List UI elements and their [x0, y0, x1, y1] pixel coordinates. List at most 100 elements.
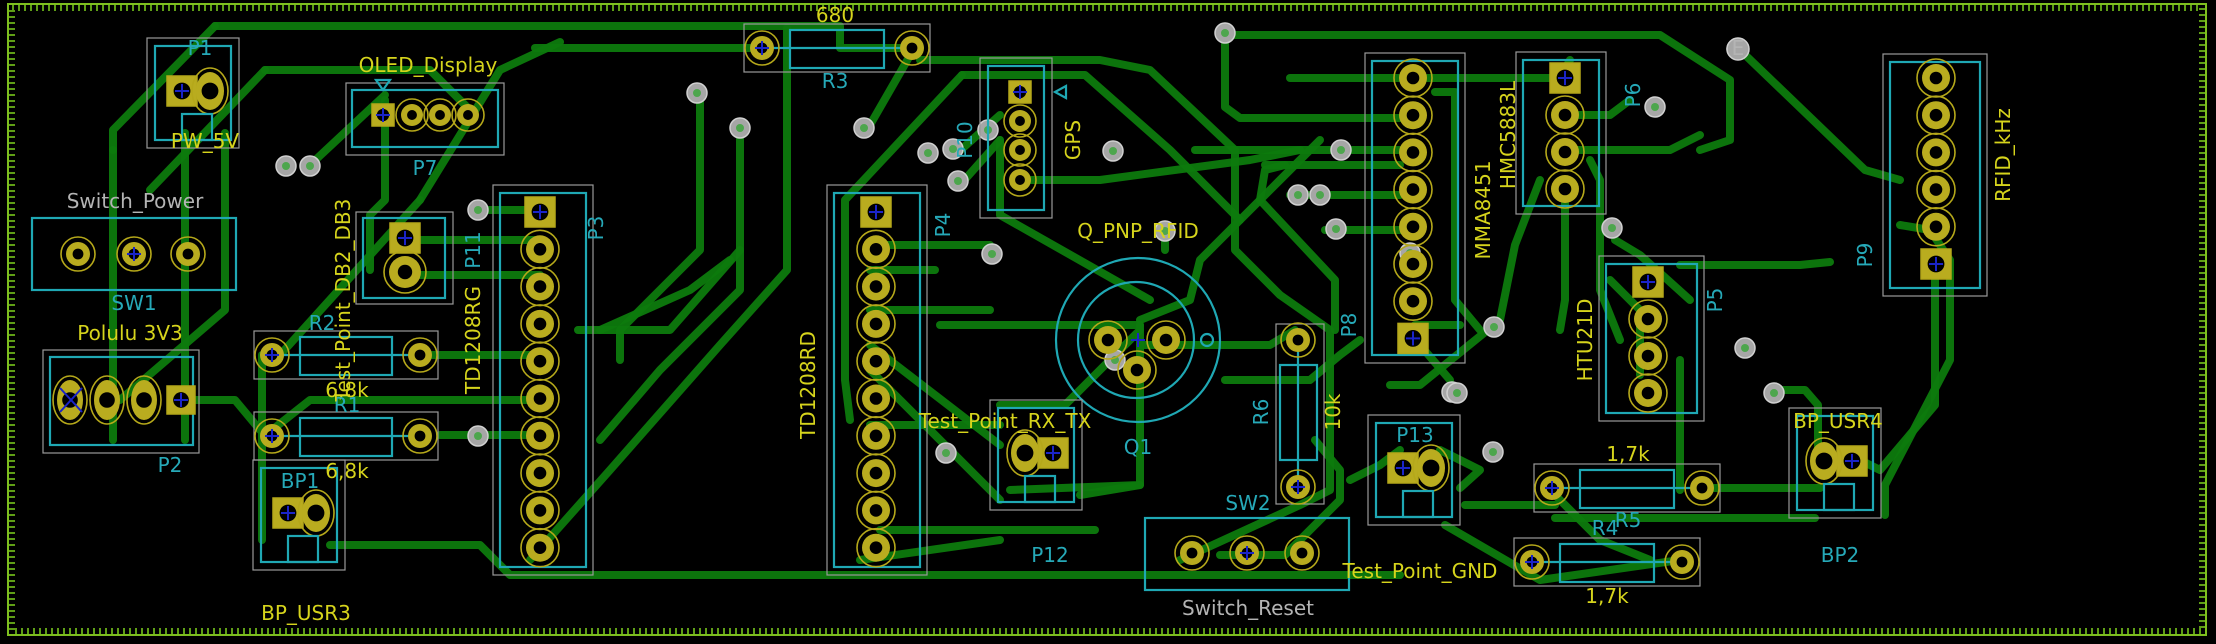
component-p4[interactable] — [826, 184, 928, 576]
component-p9[interactable] — [1882, 53, 1988, 297]
pad[interactable] — [1628, 336, 1668, 376]
pad-oval[interactable] — [1805, 437, 1843, 485]
pad[interactable] — [451, 98, 485, 132]
component-r1[interactable] — [253, 411, 439, 461]
pad[interactable] — [1545, 95, 1585, 135]
pad[interactable] — [1916, 169, 1956, 210]
pad[interactable] — [856, 378, 896, 419]
component-r3[interactable] — [743, 23, 931, 73]
component-r5[interactable] — [1533, 463, 1721, 513]
pad[interactable] — [520, 378, 560, 419]
pad[interactable] — [383, 250, 427, 294]
pad[interactable] — [1628, 373, 1668, 413]
component-r6[interactable] — [1275, 322, 1325, 505]
component-p2[interactable] — [42, 349, 200, 454]
pad-oval[interactable] — [297, 489, 335, 537]
pad[interactable] — [60, 236, 96, 272]
pad[interactable] — [1393, 95, 1433, 135]
pad[interactable] — [402, 337, 438, 373]
pad[interactable] — [856, 490, 896, 531]
pad[interactable] — [1003, 163, 1037, 197]
pad[interactable] — [1088, 320, 1128, 360]
pad-square[interactable] — [1549, 62, 1581, 94]
pad[interactable] — [1664, 544, 1700, 580]
pad[interactable] — [1003, 133, 1037, 167]
pad[interactable] — [1393, 281, 1433, 322]
pad-square[interactable] — [371, 103, 395, 127]
pad-square[interactable] — [166, 385, 196, 415]
component-p12[interactable] — [989, 399, 1083, 511]
pad[interactable] — [1684, 470, 1720, 506]
pad[interactable] — [1229, 535, 1265, 571]
pad[interactable] — [1545, 169, 1585, 209]
pad[interactable] — [1174, 535, 1210, 571]
pad[interactable] — [1393, 132, 1433, 173]
pad[interactable] — [520, 415, 560, 456]
component-bp1[interactable] — [252, 459, 346, 571]
pad[interactable] — [856, 527, 896, 568]
pad-oval[interactable] — [126, 375, 162, 425]
pad[interactable] — [1916, 132, 1956, 173]
pad-oval[interactable] — [191, 67, 229, 115]
pad[interactable] — [1393, 58, 1433, 98]
pad[interactable] — [1393, 244, 1433, 284]
pad[interactable] — [1280, 322, 1316, 358]
pad[interactable] — [520, 229, 560, 270]
component-p10[interactable] — [979, 57, 1068, 219]
component-p13[interactable] — [1367, 414, 1461, 526]
pad[interactable] — [520, 527, 560, 568]
pad[interactable] — [520, 490, 560, 531]
pad[interactable] — [1117, 350, 1157, 390]
pad[interactable] — [1284, 535, 1320, 571]
pad[interactable] — [520, 453, 560, 493]
pad[interactable] — [1916, 95, 1956, 135]
pad-square[interactable] — [524, 196, 556, 228]
pad-oval[interactable] — [89, 375, 125, 425]
pad[interactable] — [520, 304, 560, 344]
pad-oval[interactable] — [1006, 429, 1044, 477]
pad[interactable] — [1628, 299, 1668, 339]
pad-square[interactable] — [1632, 266, 1664, 298]
pad[interactable] — [856, 266, 896, 307]
pad-square[interactable] — [1397, 322, 1429, 355]
component-p7[interactable] — [345, 78, 505, 156]
component-p6[interactable] — [1515, 51, 1607, 215]
pad[interactable] — [856, 229, 896, 270]
component-p3[interactable] — [492, 184, 594, 576]
pad[interactable] — [1545, 132, 1585, 172]
pad[interactable] — [520, 266, 560, 307]
pad[interactable] — [856, 304, 896, 344]
pad[interactable] — [520, 341, 560, 382]
pad-square[interactable] — [860, 196, 892, 228]
component-p5[interactable] — [1598, 255, 1705, 422]
pad[interactable] — [856, 341, 896, 382]
pad[interactable] — [1916, 207, 1956, 247]
pad-oval[interactable] — [1412, 444, 1450, 492]
component-p8[interactable] — [1364, 52, 1466, 364]
component-bp2[interactable] — [1788, 407, 1882, 519]
pad[interactable] — [856, 415, 896, 456]
pad[interactable] — [1393, 207, 1433, 247]
pad-square[interactable] — [389, 222, 421, 254]
pad[interactable] — [423, 98, 457, 132]
pad[interactable] — [1146, 320, 1186, 360]
pad[interactable] — [1003, 104, 1037, 138]
pad-square[interactable] — [1037, 437, 1069, 469]
component-r4[interactable] — [1513, 537, 1701, 587]
pad[interactable] — [856, 453, 896, 493]
pad[interactable] — [402, 418, 438, 454]
component-sw2[interactable] — [1143, 516, 1351, 592]
component-sw1[interactable] — [30, 216, 238, 292]
pad-square[interactable] — [1387, 452, 1419, 484]
component-q1[interactable] — [1054, 256, 1222, 424]
pad[interactable] — [170, 236, 206, 272]
component-p1[interactable] — [146, 37, 240, 149]
drc-marker[interactable]: E — [1726, 36, 1750, 61]
pad[interactable] — [1916, 58, 1956, 98]
pad-square[interactable] — [1008, 80, 1032, 104]
component-r2[interactable] — [253, 330, 439, 380]
component-p11[interactable] — [355, 211, 454, 305]
pad-square[interactable] — [1920, 248, 1952, 280]
pad[interactable] — [395, 98, 429, 132]
